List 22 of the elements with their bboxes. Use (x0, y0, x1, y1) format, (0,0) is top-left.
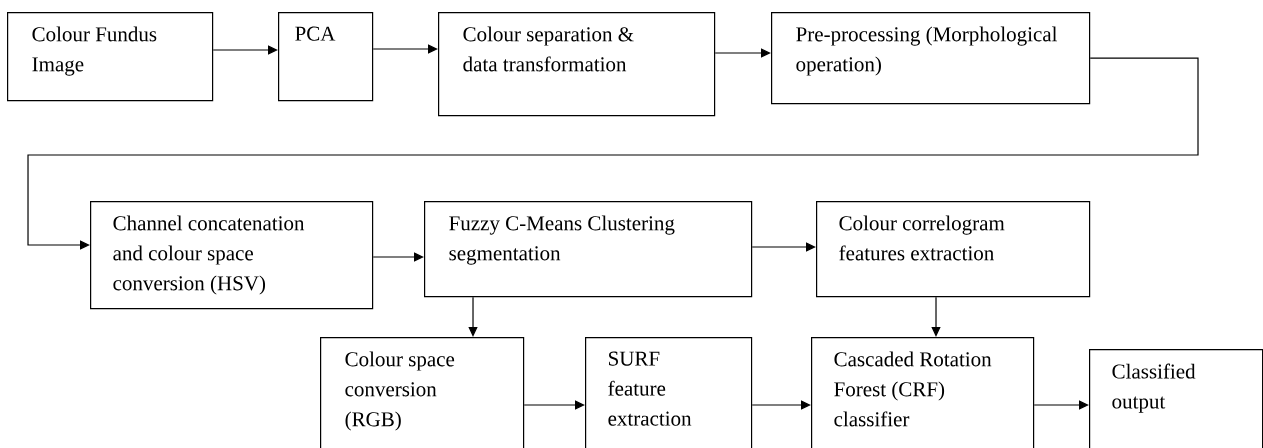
process-box: Fuzzy C-Means Clustering segmentation (424, 201, 753, 298)
process-box: Channel concatenation and colour space conversion (HSV) (90, 201, 374, 310)
arrow (714, 48, 771, 58)
process-box: Colour correlogram features extraction (816, 201, 1091, 298)
arrow (931, 296, 941, 337)
process-box: Classified output (1089, 349, 1263, 448)
process-box: Colour space conversion (RGB) (320, 337, 525, 448)
process-box: Pre-processing (Morphological operation) (771, 12, 1091, 105)
process-box: Colour Fundus Image (7, 12, 214, 102)
arrow (751, 400, 811, 410)
arrow (372, 252, 424, 262)
arrow (212, 45, 278, 55)
arrow (468, 296, 478, 337)
process-box: SURF feature extraction (585, 337, 753, 448)
process-box: PCA (278, 12, 374, 102)
process-box: Cascaded Rotation Forest (CRF) classifier (811, 337, 1035, 448)
arrow (27, 57, 1199, 250)
arrow (1033, 400, 1089, 410)
arrow (751, 242, 816, 252)
process-box: Colour separation & data transformation (438, 12, 716, 117)
arrow (372, 44, 438, 54)
arrow (523, 400, 585, 410)
